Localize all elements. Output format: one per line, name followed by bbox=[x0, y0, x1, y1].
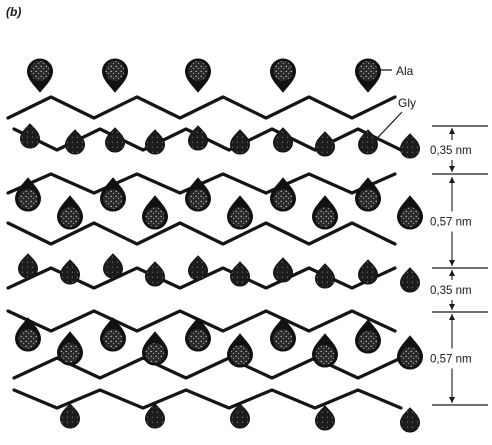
gly-side-chain bbox=[399, 407, 421, 433]
ala-side-chain-fill bbox=[315, 345, 335, 365]
gly-side-chain bbox=[144, 261, 166, 287]
backbone-chain bbox=[12, 388, 403, 410]
gly-side-chain bbox=[187, 255, 209, 281]
ala-side-chain-fill bbox=[18, 329, 38, 349]
ala-annotation: Ala bbox=[375, 64, 414, 78]
dimension-arrowhead bbox=[449, 166, 455, 172]
ala-side-chain-fill bbox=[188, 189, 208, 209]
backbone-chain bbox=[6, 309, 397, 333]
gly-label: Gly bbox=[398, 96, 416, 110]
ala-label: Ala bbox=[396, 64, 414, 78]
gly-side-chain bbox=[357, 129, 379, 155]
gly-pointer-line bbox=[365, 111, 403, 151]
spacing-label: 0,57 nm bbox=[430, 217, 472, 229]
ala-side-chain-fill bbox=[230, 207, 250, 227]
gly-side-chain bbox=[64, 129, 86, 155]
backbone-chain bbox=[12, 356, 403, 380]
ala-side-chain-fill bbox=[400, 207, 420, 227]
gly-side-chain bbox=[104, 127, 126, 153]
backbone-chain bbox=[6, 221, 397, 246]
gly-side-chain bbox=[272, 127, 294, 153]
ala-side-chain-fill bbox=[145, 207, 165, 227]
ala-side-chain-fill bbox=[315, 207, 335, 227]
dimension-arrowhead bbox=[449, 314, 455, 320]
gly-side-chain bbox=[229, 403, 251, 429]
ala-side-chain-fill bbox=[60, 343, 80, 363]
gly-side-chain bbox=[59, 403, 81, 429]
dimension-arrowhead bbox=[449, 397, 455, 403]
gly-side-chain bbox=[357, 259, 379, 285]
ala-side-chain-fill bbox=[188, 329, 208, 349]
gly-side-chain bbox=[144, 403, 166, 429]
dimension-label-bg bbox=[427, 350, 489, 366]
gly-side-chain bbox=[187, 125, 209, 151]
gly-side-chain bbox=[102, 253, 124, 279]
gly-side-chain bbox=[144, 129, 166, 155]
gly-side-chain bbox=[17, 253, 39, 279]
ala-side-chain-fill bbox=[358, 61, 378, 81]
ala-side-chain-fill bbox=[358, 189, 378, 209]
ala-side-chain-fill bbox=[103, 329, 123, 349]
side-chain-groups bbox=[14, 58, 424, 433]
gly-side-chain bbox=[229, 129, 251, 155]
ala-side-chain-fill bbox=[273, 61, 293, 81]
ala-side-chain-fill bbox=[230, 345, 250, 365]
ala-side-chain-fill bbox=[105, 61, 125, 81]
spacing-label: 0,35 nm bbox=[430, 285, 472, 297]
gly-side-chain bbox=[229, 261, 251, 287]
gly-side-chain bbox=[314, 131, 336, 157]
dimension-arrowhead bbox=[449, 270, 455, 276]
ala-side-chain-fill bbox=[18, 189, 38, 209]
gly-side-chain bbox=[314, 405, 336, 431]
gly-side-chain bbox=[399, 133, 421, 159]
ala-side-chain-fill bbox=[273, 329, 293, 349]
gly-side-chain bbox=[19, 123, 41, 149]
ala-side-chain-fill bbox=[188, 61, 208, 81]
dimension-label-bg bbox=[427, 282, 489, 297]
ala-side-chain-fill bbox=[30, 61, 50, 81]
spacing-dimensions: 0,35 nm 0,57 nm 0,35 nm 0,57 nm bbox=[427, 125, 489, 406]
spacing-label: 0,57 nm bbox=[430, 354, 472, 366]
dimension-label-bg bbox=[427, 213, 489, 229]
gly-side-chain bbox=[314, 263, 336, 289]
ala-side-chain-fill bbox=[60, 207, 80, 227]
ala-side-chain-fill bbox=[400, 347, 420, 367]
ala-side-chain-fill bbox=[273, 189, 293, 209]
ala-side-chain-fill bbox=[145, 343, 165, 363]
gly-side-chain bbox=[59, 259, 81, 285]
dimension-arrowhead bbox=[449, 128, 455, 134]
dimension-arrowhead bbox=[449, 260, 455, 266]
backbone-chain bbox=[6, 95, 397, 120]
dimension-arrowhead bbox=[449, 304, 455, 310]
ala-side-chain-fill bbox=[358, 331, 378, 351]
dimension-arrowhead bbox=[449, 177, 455, 183]
ala-side-chain-fill bbox=[103, 189, 123, 209]
gly-annotation: Gly bbox=[365, 96, 416, 151]
dimension-label-bg bbox=[427, 142, 489, 157]
gly-side-chain bbox=[399, 267, 421, 293]
gly-side-chain bbox=[272, 257, 294, 283]
panel-label: (b) bbox=[6, 5, 21, 19]
spacing-label: 0,35 nm bbox=[430, 145, 472, 157]
